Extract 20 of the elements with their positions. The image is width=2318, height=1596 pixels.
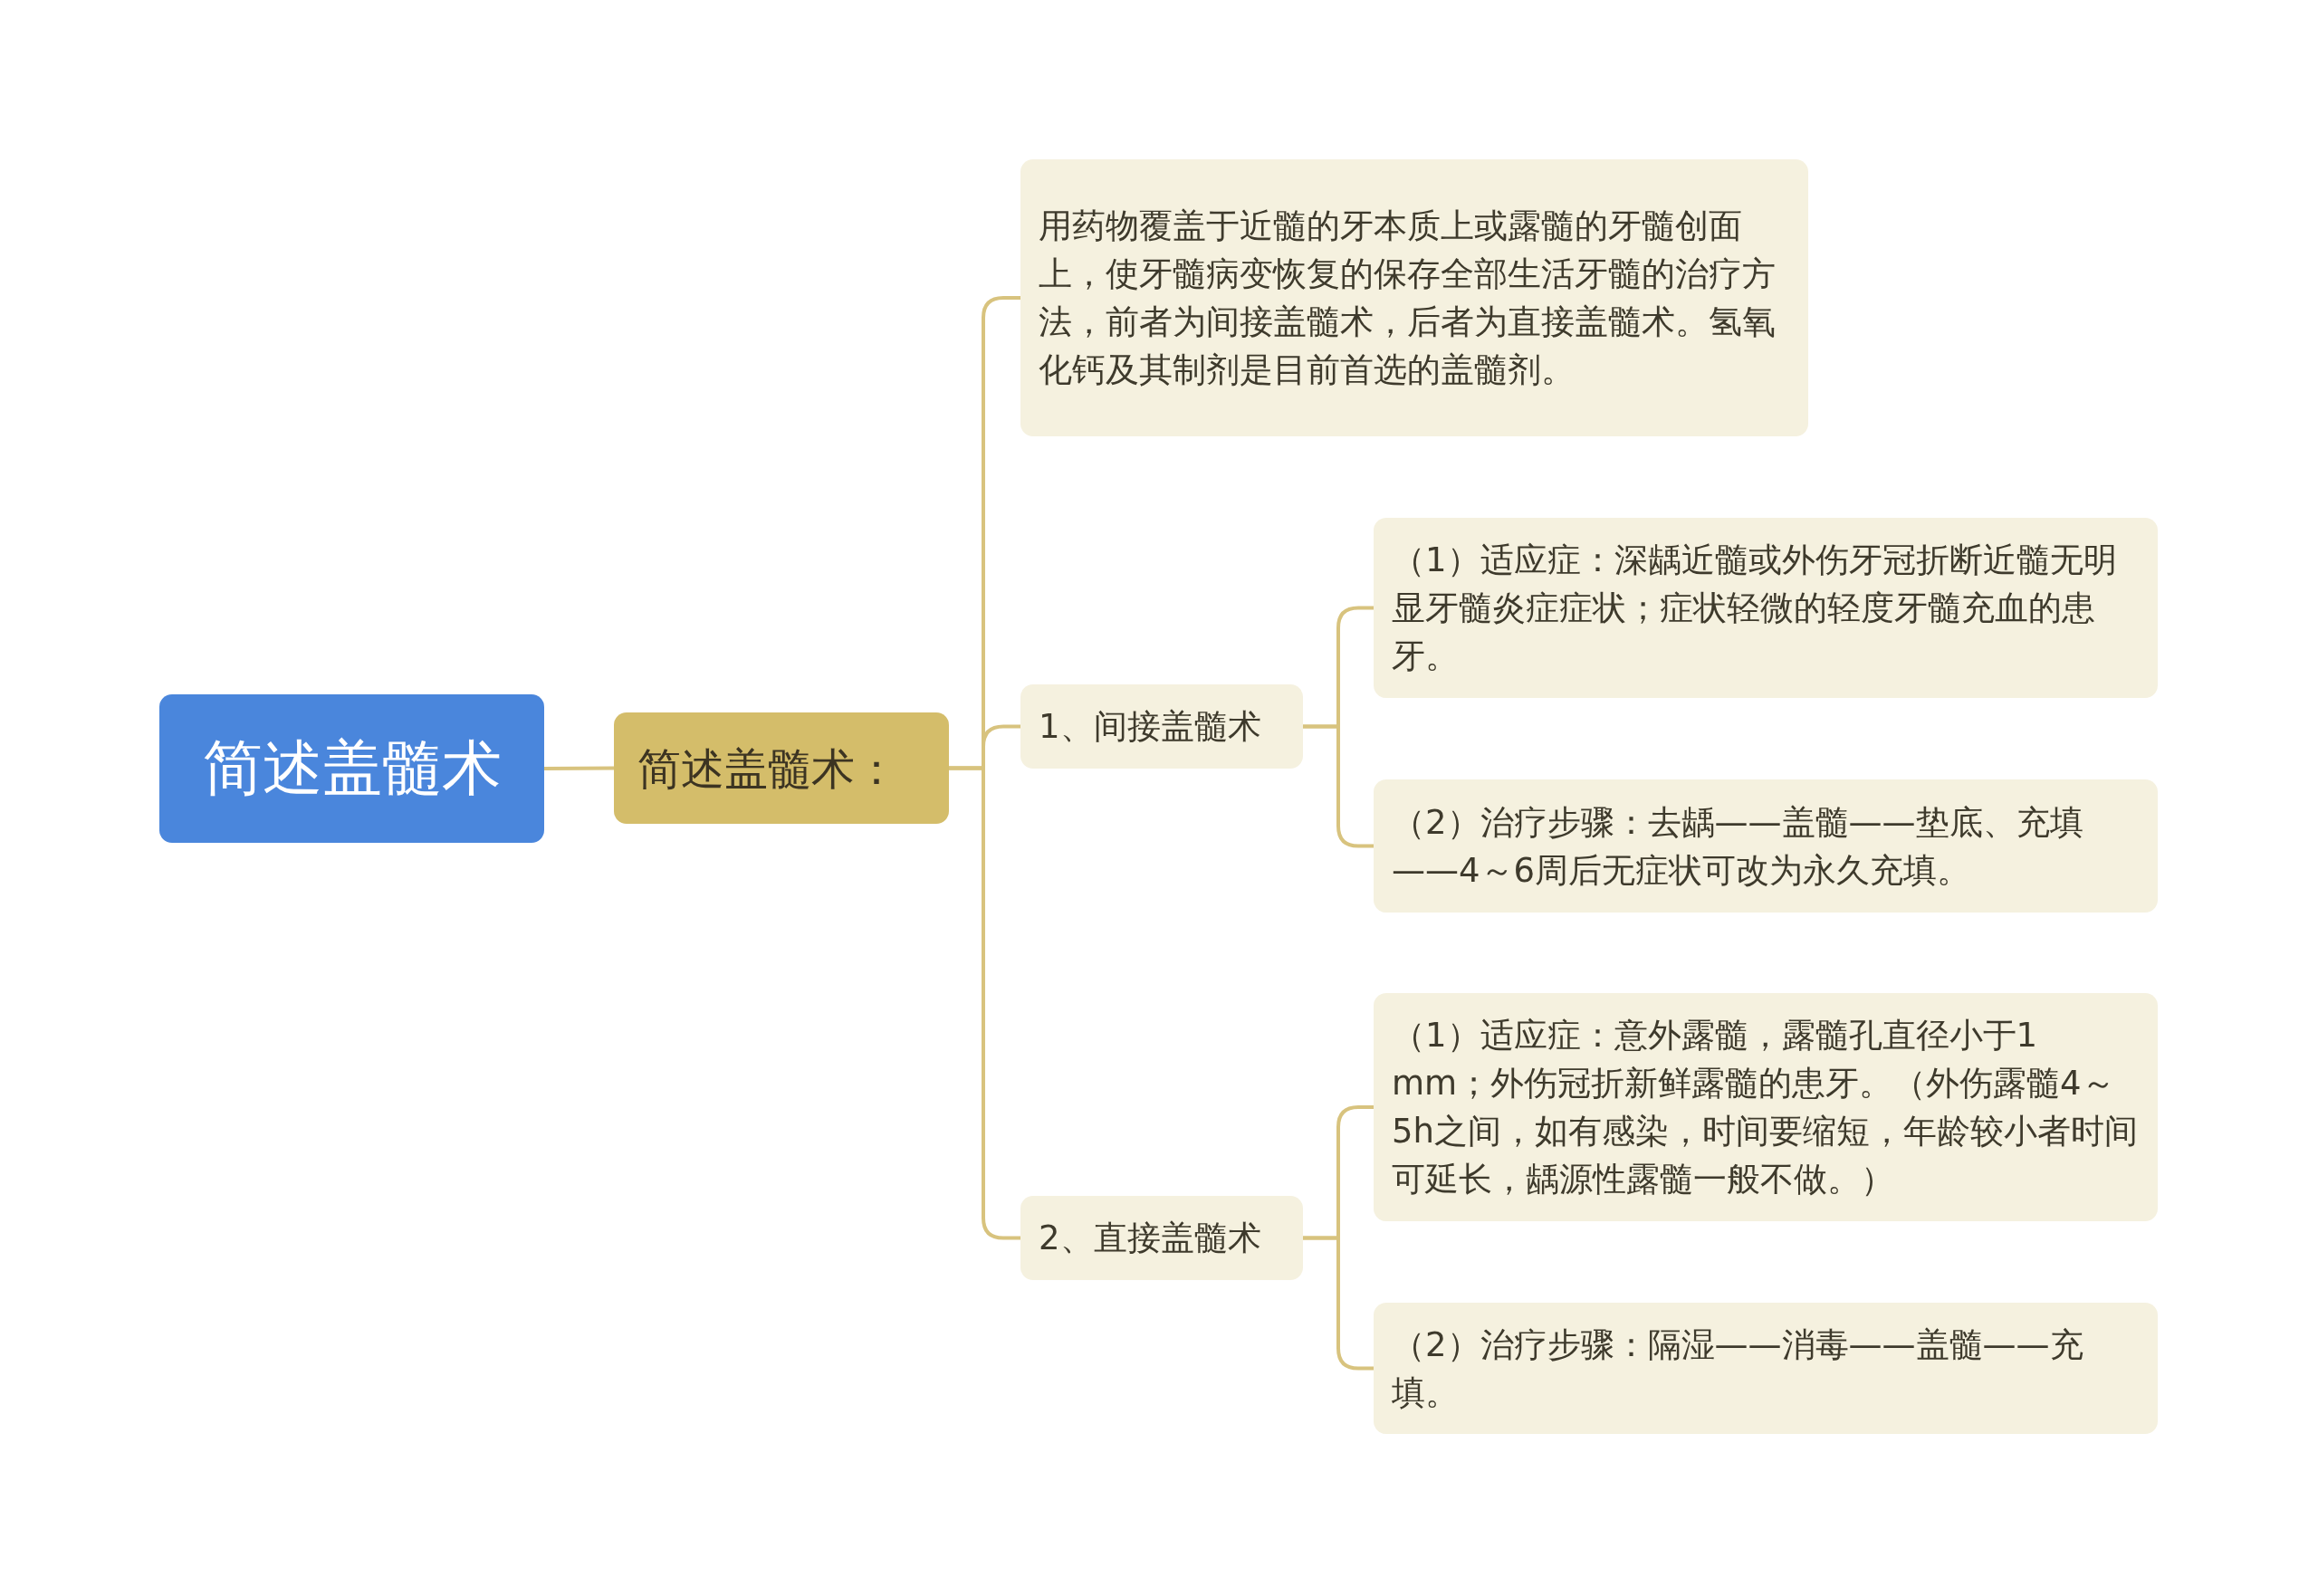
- topic-text: 简述盖髓术: [202, 732, 502, 805]
- topic-text: 2、直接盖髓术: [1039, 1218, 1262, 1259]
- topic-text: （2）治疗步骤：隔湿——消毒——盖髓——充填。: [1392, 1324, 2084, 1414]
- topic-text: （1）适应症：深龋近髓或外伤牙冠折断近髓无明显牙髓炎症症状；症状轻微的轻度牙髓充血的患牙。: [1392, 540, 2118, 677]
- subtopic-box: [1020, 1196, 1303, 1280]
- topic-text: （2）治疗步骤：去龋——盖髓——垫底、充填——4～6周后无症状可改为永久充填。: [1392, 801, 2084, 892]
- root-topic-box: [159, 694, 544, 843]
- subtopic-box: [1374, 779, 2158, 913]
- subtopic-box: [1374, 518, 2158, 698]
- connector-line: [949, 766, 1020, 1240]
- subtopic-box: [1020, 159, 1808, 436]
- subtopic-box: [1374, 993, 2158, 1221]
- subtopic-box: [1020, 684, 1303, 769]
- topic-text: 简述盖髓术：: [637, 741, 899, 796]
- topic-text: 用药物覆盖于近髓的牙本质上或露髓的牙髓创面上，使牙髓病变恢复的保存全部生活牙髓的治疗方法，前者为间接盖髓术，后者为直接盖髓术。氢氧化钙及其制剂是目前首选的盖髓剂。: [1039, 205, 1777, 391]
- main-topic-box: [614, 712, 949, 824]
- connector-line: [544, 766, 614, 770]
- subtopic-box: [1374, 1303, 2158, 1434]
- topic-text: （1）适应症：意外露髓，露髓孔直径小于1 mm；外伤冠折新鲜露髓的患牙。（外伤露髓4～5h之间，如有感染，时间要缩短，年龄较小者时间可延长，龋源性露髓一般不做。）: [1392, 1015, 2139, 1200]
- topic-text: 1、间接盖髓术: [1039, 706, 1262, 748]
